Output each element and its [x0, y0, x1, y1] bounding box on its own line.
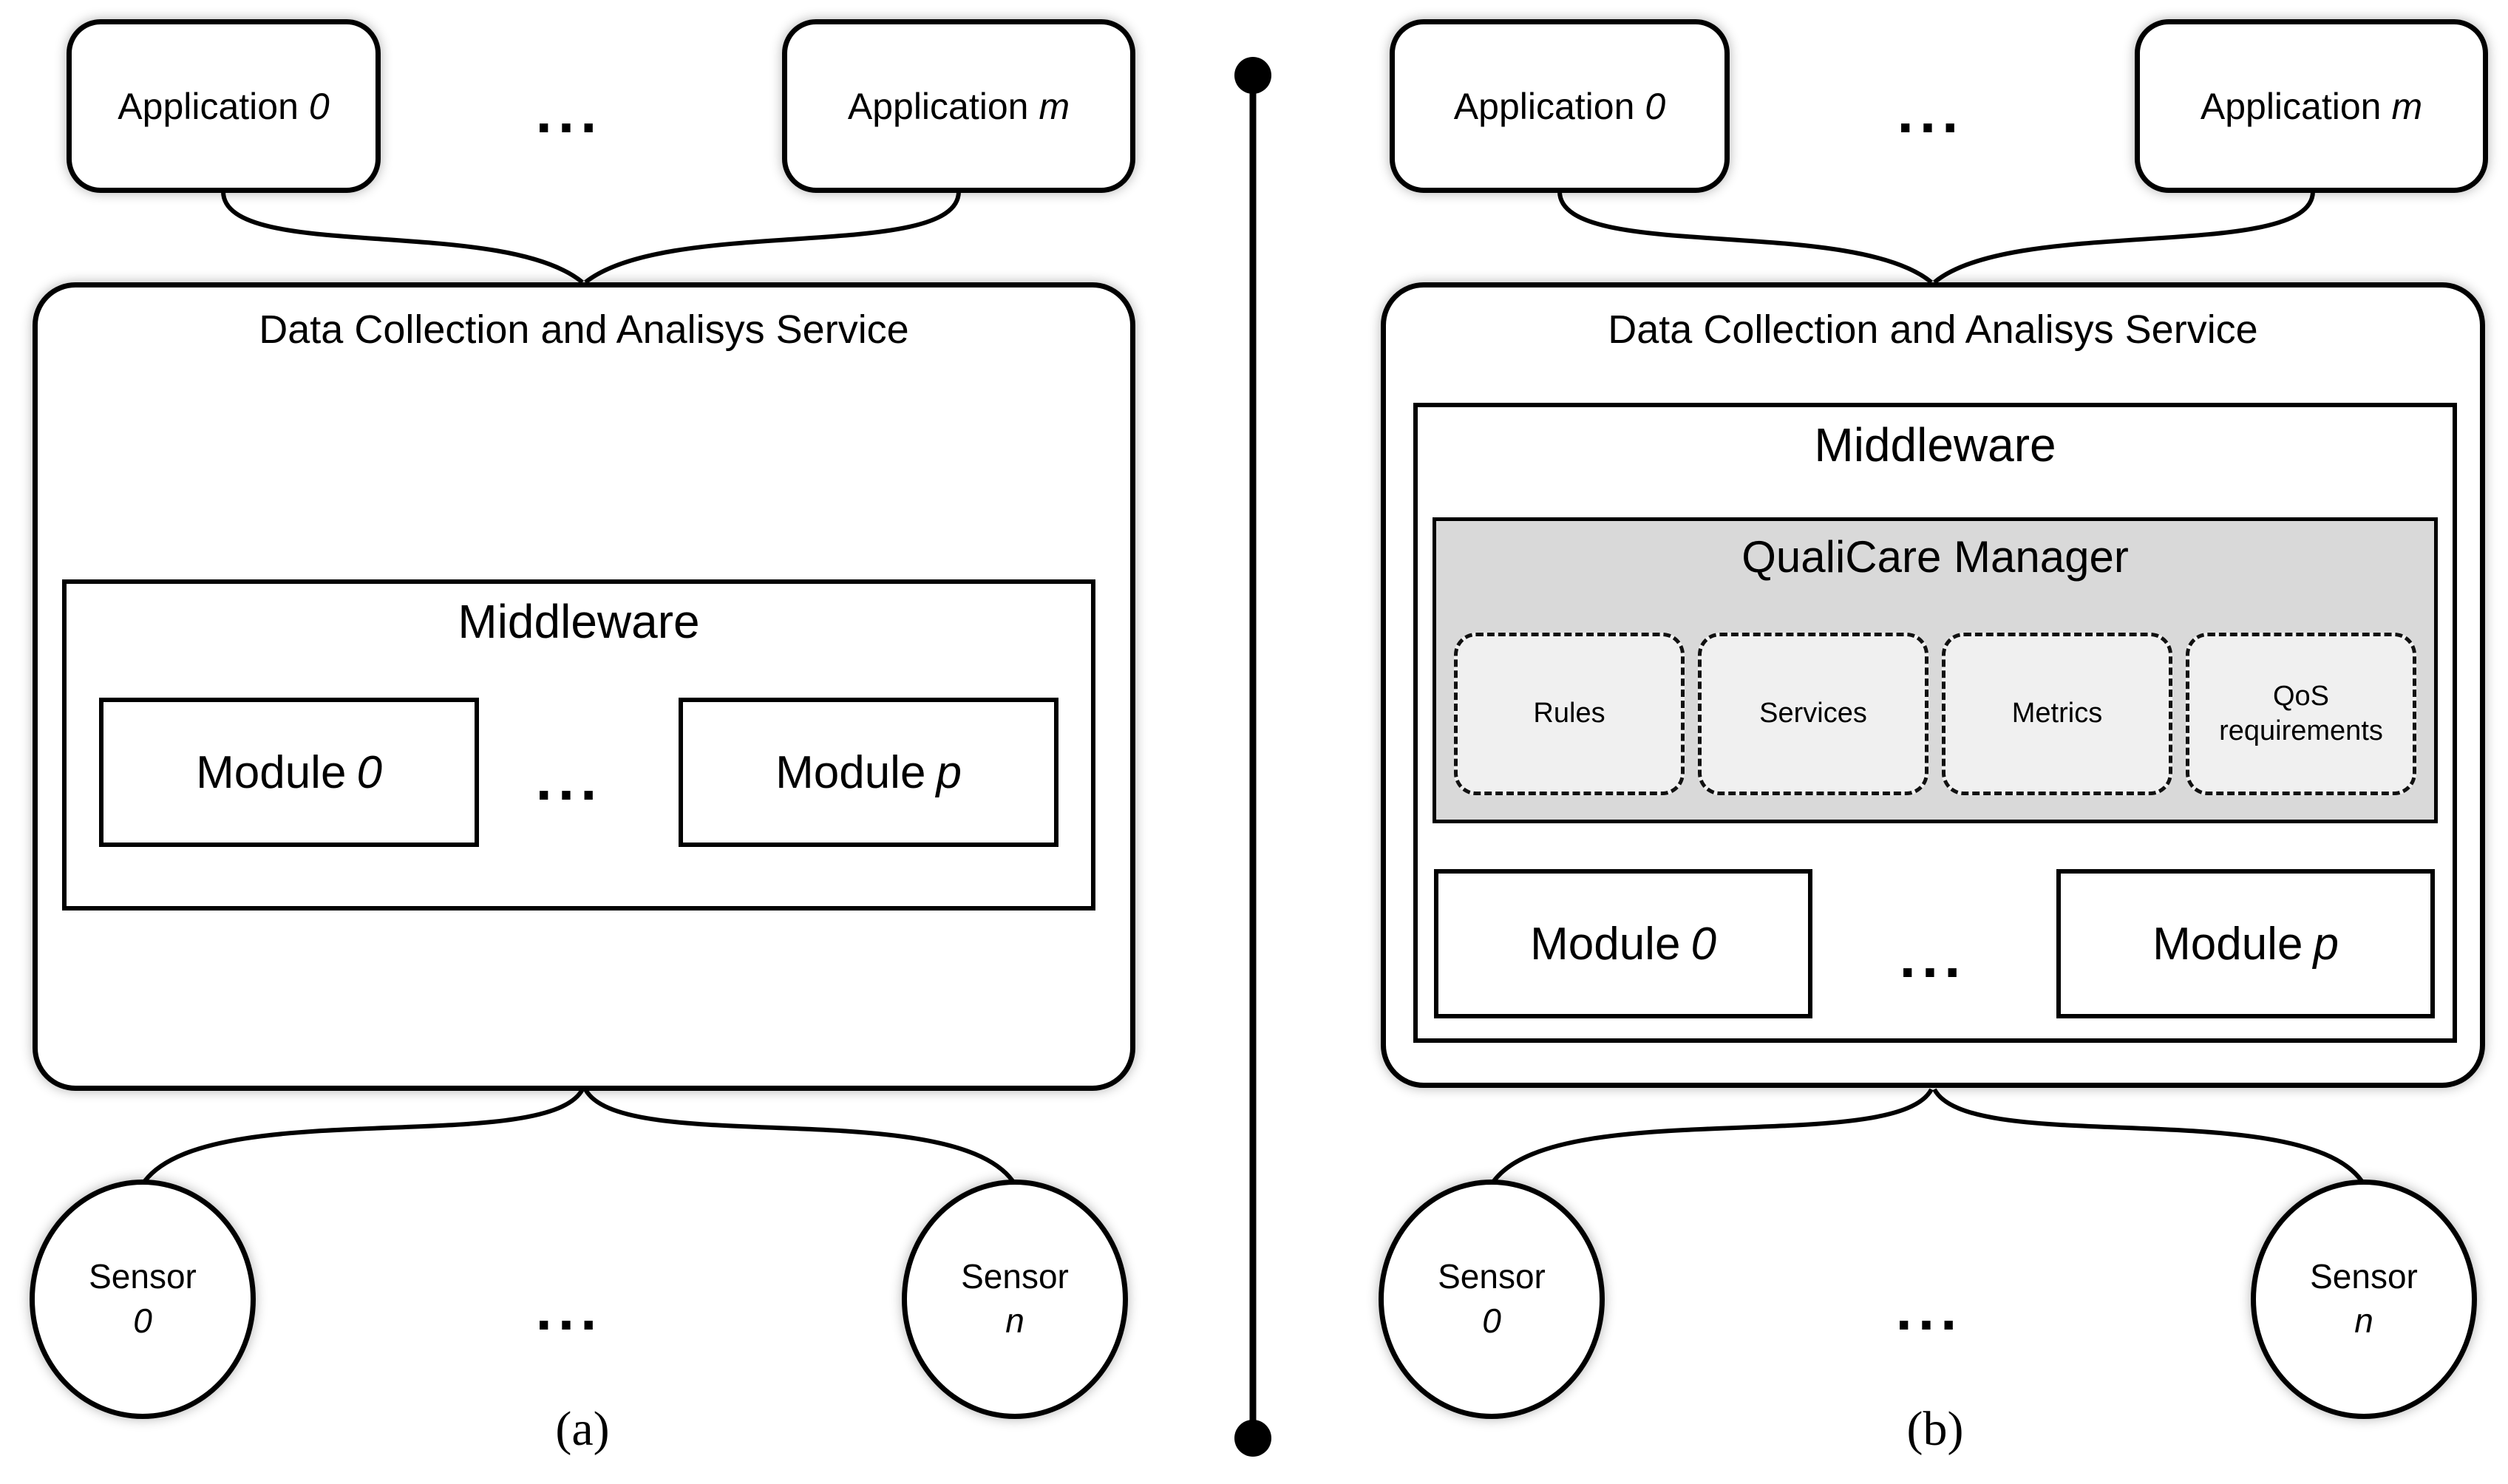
module-first-label-a: Module — [196, 746, 347, 798]
application-last-index-b: m — [2391, 85, 2423, 127]
application-last-index-a: m — [1039, 85, 1070, 127]
sensor-first-index-a: 0 — [133, 1301, 152, 1340]
module-last-index-a: p — [936, 746, 962, 798]
middleware-title-b: Middleware — [1814, 418, 2056, 472]
qualicare-title: QualiCare Manager — [1741, 532, 2129, 582]
modules-ellipsis-b: ... — [1899, 924, 1967, 990]
diagram-label-a: (a) — [555, 1402, 610, 1456]
sensor-first-index-b: 0 — [1482, 1301, 1501, 1340]
qualicare-components-row: Rules Services Metrics QoS requirements — [1433, 633, 2438, 795]
application-first-index-b: 0 — [1645, 85, 1666, 127]
qualicare-component-services: Services — [1698, 633, 1928, 795]
diagram-label-b: (b) — [1906, 1402, 1964, 1456]
connector-sensor-last-a — [583, 1088, 1015, 1182]
modules-ellipsis-a: ... — [535, 746, 603, 812]
connector-app-first-a — [221, 191, 584, 285]
application-first-label-a: Application — [118, 85, 299, 127]
sensor-last-box-a: Sensor n — [902, 1180, 1128, 1419]
application-last-label-a: Application — [847, 85, 1029, 127]
applications-ellipsis-b: ... — [1897, 79, 1965, 145]
divider-bottom-dot — [1234, 1420, 1271, 1457]
sensors-ellipsis-a: ... — [535, 1276, 603, 1342]
qualicare-component-qos-requirements: QoS requirements — [2186, 633, 2416, 795]
sensor-first-label-a: Sensor — [89, 1257, 197, 1296]
sensor-last-index-a: n — [1005, 1301, 1024, 1340]
module-last-label-b: Module — [2152, 918, 2303, 970]
connector-sensor-first-a — [143, 1088, 585, 1182]
sensor-first-box-b: Sensor 0 — [1379, 1180, 1605, 1419]
module-first-index-a: 0 — [356, 746, 382, 798]
connector-app-first-b — [1557, 191, 1933, 285]
qualicare-component-metrics: Metrics — [1942, 633, 2172, 795]
connector-app-last-b — [1933, 191, 2315, 285]
application-last-label-b: Application — [2200, 85, 2382, 127]
connector-sensor-last-b — [1932, 1088, 2364, 1182]
module-first-index-b: 0 — [1690, 918, 1716, 970]
sensor-last-box-b: Sensor n — [2251, 1180, 2477, 1419]
service-title-b: Data Collection and Analisys Service — [1608, 307, 2258, 352]
application-first-label-b: Application — [1453, 85, 1635, 127]
sensor-last-label-b: Sensor — [2310, 1257, 2418, 1296]
divider-top-dot — [1234, 57, 1271, 94]
application-first-index-a: 0 — [308, 85, 330, 127]
sensor-last-index-b: n — [2354, 1301, 2373, 1340]
sensor-first-label-b: Sensor — [1438, 1257, 1546, 1296]
module-first-label-b: Module — [1530, 918, 1681, 970]
service-title-a: Data Collection and Analisys Service — [259, 307, 909, 352]
divider — [1234, 57, 1271, 1457]
connector-app-last-a — [584, 191, 961, 285]
qualicare-component-rules: Rules — [1454, 633, 1685, 795]
sensors-ellipsis-b: ... — [1895, 1276, 1963, 1342]
sensor-last-label-a: Sensor — [961, 1257, 1069, 1296]
module-last-index-b: p — [2313, 918, 2339, 970]
applications-ellipsis-a: ... — [535, 79, 603, 145]
sensor-first-box-a: Sensor 0 — [30, 1180, 256, 1419]
connector-sensor-first-b — [1492, 1088, 1934, 1182]
middleware-title-a: Middleware — [458, 595, 700, 648]
module-last-label-a: Module — [775, 746, 926, 798]
